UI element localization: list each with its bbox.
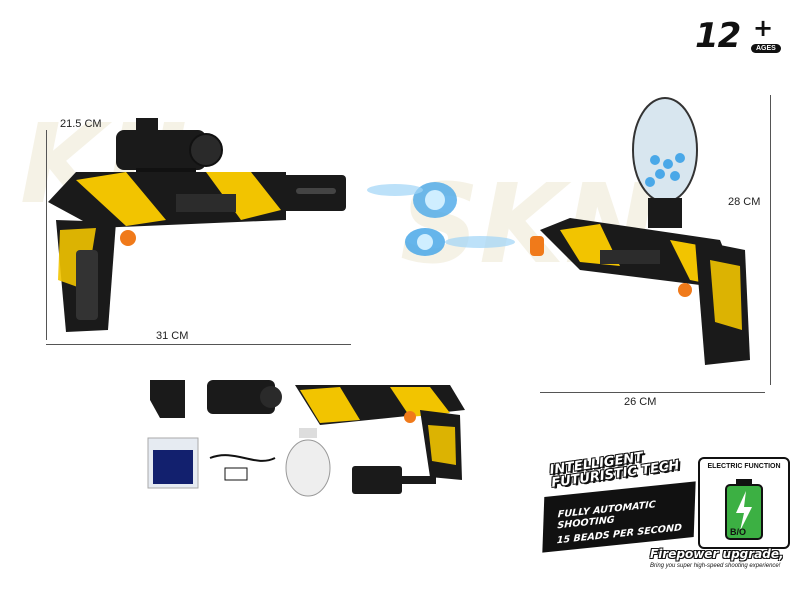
right-length-line xyxy=(540,392,765,393)
promo-headline: Firepower upgrade, xyxy=(650,547,784,561)
battery-text: B/O xyxy=(730,527,746,537)
suppressor-image xyxy=(352,466,436,494)
promo-title: INTELLIGENT FUTURISTIC TECH xyxy=(549,446,681,491)
left-length-line xyxy=(46,344,351,345)
gun-right-image xyxy=(530,97,750,365)
promo-subline: Bring you super high-speed shooting expe… xyxy=(650,563,781,569)
electric-function-box: ELECTRIC FUNCTION B/O xyxy=(698,457,790,549)
age-badge: 12 + AGES xyxy=(695,14,785,60)
promo-panel: INTELLIGENT FUTURISTIC TECH FULLY AUTOMA… xyxy=(530,450,800,595)
left-length-label: 31 CM xyxy=(156,330,189,342)
left-height-line xyxy=(46,130,47,340)
gun-left-image xyxy=(48,118,346,332)
accessories-image xyxy=(147,380,282,489)
water-splash-image xyxy=(367,182,515,256)
right-height-line xyxy=(770,95,771,385)
right-length-label: 26 CM xyxy=(624,396,657,408)
age-number: 12 xyxy=(695,16,741,56)
left-height-label: 21.5 CM xyxy=(60,118,102,130)
gun-small-image xyxy=(295,385,465,480)
promo-feature-ribbon: FULLY AUTOMATIC SHOOTING 15 BEADS PER SE… xyxy=(542,481,696,553)
age-tag: AGES xyxy=(751,44,781,53)
bead-bottle-image xyxy=(285,428,331,497)
age-plus: + xyxy=(753,14,774,42)
battery-icon: B/O xyxy=(725,479,763,540)
electric-function-label: ELECTRIC FUNCTION xyxy=(707,463,781,470)
right-height-label: 28 CM xyxy=(728,196,761,208)
